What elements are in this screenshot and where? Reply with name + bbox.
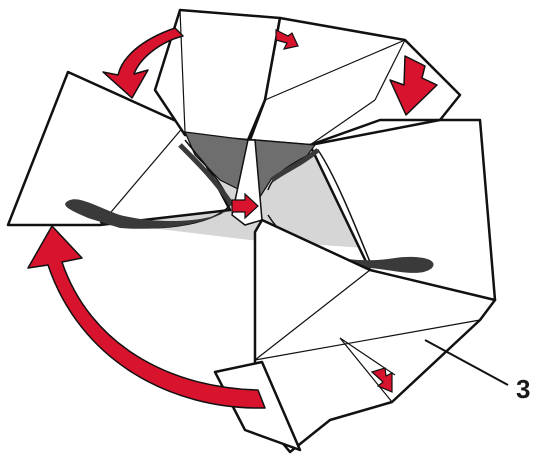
- callout-leader: [425, 340, 508, 385]
- callout-label-3: 3: [516, 376, 530, 402]
